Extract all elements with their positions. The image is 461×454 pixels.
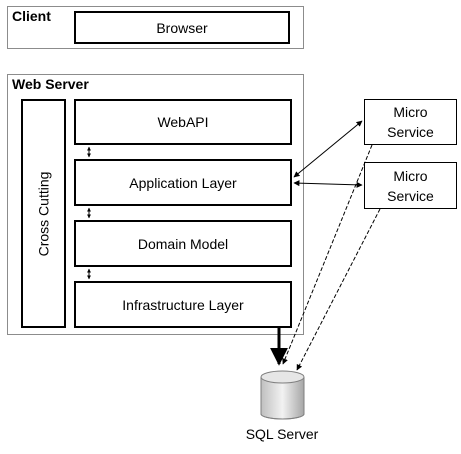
layer-webapi[interactable]: WebAPI (74, 99, 292, 145)
layer-infrastructure-label: Infrastructure Layer (122, 296, 244, 313)
client-title: Client (12, 8, 51, 24)
micro-service-2-line2: Service (387, 187, 434, 204)
browser-label: Browser (156, 19, 208, 36)
link-application-ms2 (293, 180, 363, 188)
micro-service-1-line1: Micro (393, 104, 428, 120)
layer-application-label: Application Layer (129, 174, 237, 191)
layer-domain-model-label: Domain Model (137, 235, 229, 252)
link-ms2-db (296, 208, 381, 371)
link-ms1-db (282, 144, 373, 365)
layer-application[interactable]: Application Layer (74, 159, 292, 206)
link-application-ms1 (293, 120, 363, 178)
micro-service-2[interactable]: Micro Service (364, 162, 457, 209)
database-label: SQL Server (245, 426, 319, 442)
micro-service-1[interactable]: Micro Service (364, 99, 457, 145)
database-cylinder-icon (260, 370, 305, 420)
layer-infrastructure[interactable]: Infrastructure Layer (74, 281, 292, 328)
micro-service-1-line2: Service (387, 124, 434, 140)
micro-service-2-line1: Micro (393, 167, 428, 184)
cross-cutting-box[interactable]: Cross Cutting (21, 99, 66, 328)
web-server-title: Web Server (12, 76, 89, 92)
browser-box[interactable]: Browser (74, 11, 290, 44)
layer-domain-model[interactable]: Domain Model (74, 220, 292, 267)
layer-webapi-label: WebAPI (157, 114, 209, 130)
